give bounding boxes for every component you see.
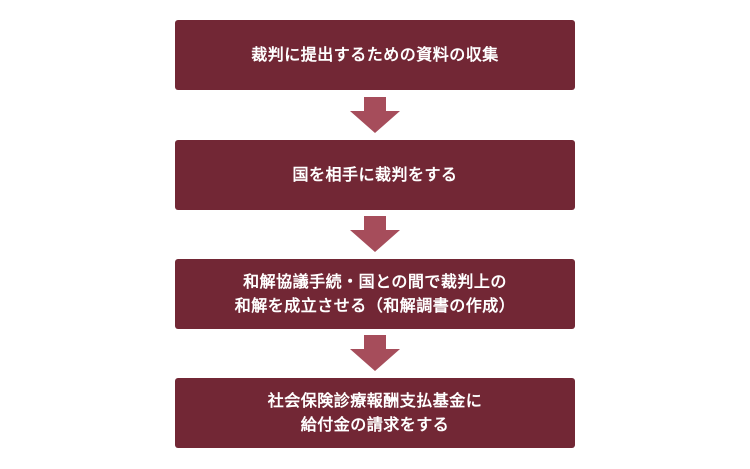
- flow-step-1: 裁判に提出するための資料の収集: [175, 20, 575, 90]
- step-3-text-line-1: 和解協議手続・国との間で裁判上の: [243, 272, 507, 291]
- flow-step-4: 社会保険診療報酬支払基金に 給付金の請求をする: [175, 378, 575, 448]
- down-arrow-icon: [350, 335, 400, 371]
- step-2-text: 国を相手に裁判をする: [292, 165, 458, 184]
- down-arrow-icon: [350, 216, 400, 252]
- down-arrow-icon: [350, 97, 400, 133]
- step-4-text-line-1: 社会保険診療報酬支払基金に: [267, 391, 483, 410]
- flow-step-2: 国を相手に裁判をする: [175, 140, 575, 210]
- step-3-text-line-2: 和解を成立させる（和解調書の作成）: [234, 296, 516, 315]
- step-1-text: 裁判に提出するための資料の収集: [251, 45, 499, 64]
- flow-step-3: 和解協議手続・国との間で裁判上の 和解を成立させる（和解調書の作成）: [175, 259, 575, 329]
- step-4-text-line-2: 給付金の請求をする: [300, 415, 450, 434]
